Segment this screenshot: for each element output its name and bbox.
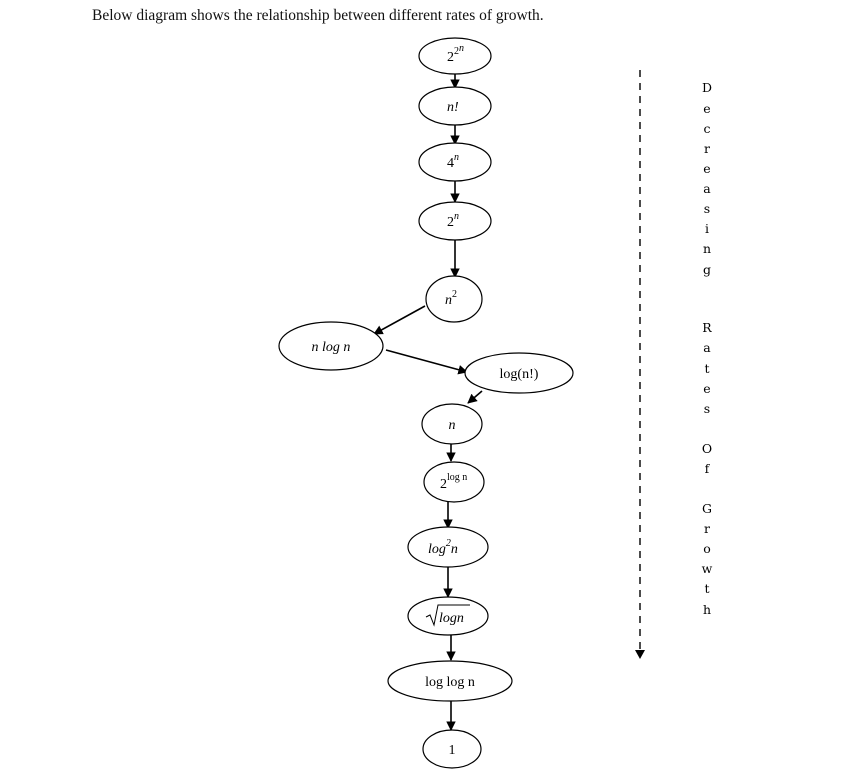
axis-letter: s <box>704 201 710 216</box>
axis-letter: i <box>705 221 709 236</box>
svg-text:n log n: n log n <box>312 340 351 355</box>
edge-n5-n6 <box>385 349 468 375</box>
axis-letter: w <box>702 561 713 576</box>
node-one: 1 <box>422 729 482 769</box>
axis-letter: t <box>704 581 709 596</box>
node-n: n <box>421 403 483 445</box>
axis-letter: o <box>703 541 711 556</box>
edge-n4-n5 <box>373 305 426 335</box>
axis-letter: r <box>704 521 710 536</box>
diagram-caption: Below diagram shows the relationship bet… <box>92 7 544 24</box>
axis-letter: a <box>703 340 711 355</box>
edges <box>373 74 483 731</box>
axis-letter: R <box>702 320 712 335</box>
svg-text:4n: 4n <box>447 152 459 171</box>
axis-letter: e <box>703 381 710 396</box>
axis-letter: r <box>704 141 710 156</box>
axis-letter: c <box>703 121 710 136</box>
axis-letter: D <box>702 80 712 95</box>
svg-text:2n: 2n <box>447 211 459 230</box>
svg-text:1: 1 <box>449 743 456 758</box>
svg-text:logn: logn <box>439 611 464 626</box>
node-n-squared: n2 <box>425 275 483 323</box>
axis-letter: G <box>702 501 712 516</box>
node-log-n-factorial: log(n!) <box>464 352 574 394</box>
svg-text:log(n!): log(n!) <box>500 367 539 382</box>
node-n-log-n: n log n <box>278 321 384 371</box>
svg-text:2log n: 2log n <box>440 472 467 492</box>
axis-letter: s <box>704 401 710 416</box>
axis-letter: g <box>703 262 711 277</box>
svg-text:n!: n! <box>447 100 459 115</box>
axis-letter: f <box>705 461 711 476</box>
svg-text:n: n <box>449 418 456 433</box>
axis-letter: a <box>703 181 711 196</box>
svg-text:log log n: log log n <box>425 675 475 690</box>
edge-n6-n7 <box>467 390 483 404</box>
decreasing-arrow-head <box>635 650 645 659</box>
axis-letter: e <box>703 101 710 116</box>
axis-letter: O <box>702 441 712 456</box>
node-log-squared-n: log2n <box>407 526 489 568</box>
node-sqrt-log-n: logn <box>407 596 489 636</box>
node-n-factorial: n! <box>418 86 492 126</box>
svg-text:22n: 22n <box>447 43 464 65</box>
node-2-pow-n: 2n <box>418 201 492 241</box>
axis-letter: n <box>703 241 711 256</box>
axis-letter: e <box>703 161 710 176</box>
node-2-pow-2n: 22n <box>418 37 492 75</box>
node-2-pow-log-n: 2log n <box>423 461 485 503</box>
svg-text:n2: n2 <box>445 289 457 308</box>
node-log-log-n: log log n <box>387 660 513 702</box>
node-4-pow-n: 4n <box>418 142 492 182</box>
svg-text:log2n: log2n <box>428 538 458 557</box>
axis-letter: h <box>703 602 711 617</box>
axis-letter: t <box>704 361 709 376</box>
